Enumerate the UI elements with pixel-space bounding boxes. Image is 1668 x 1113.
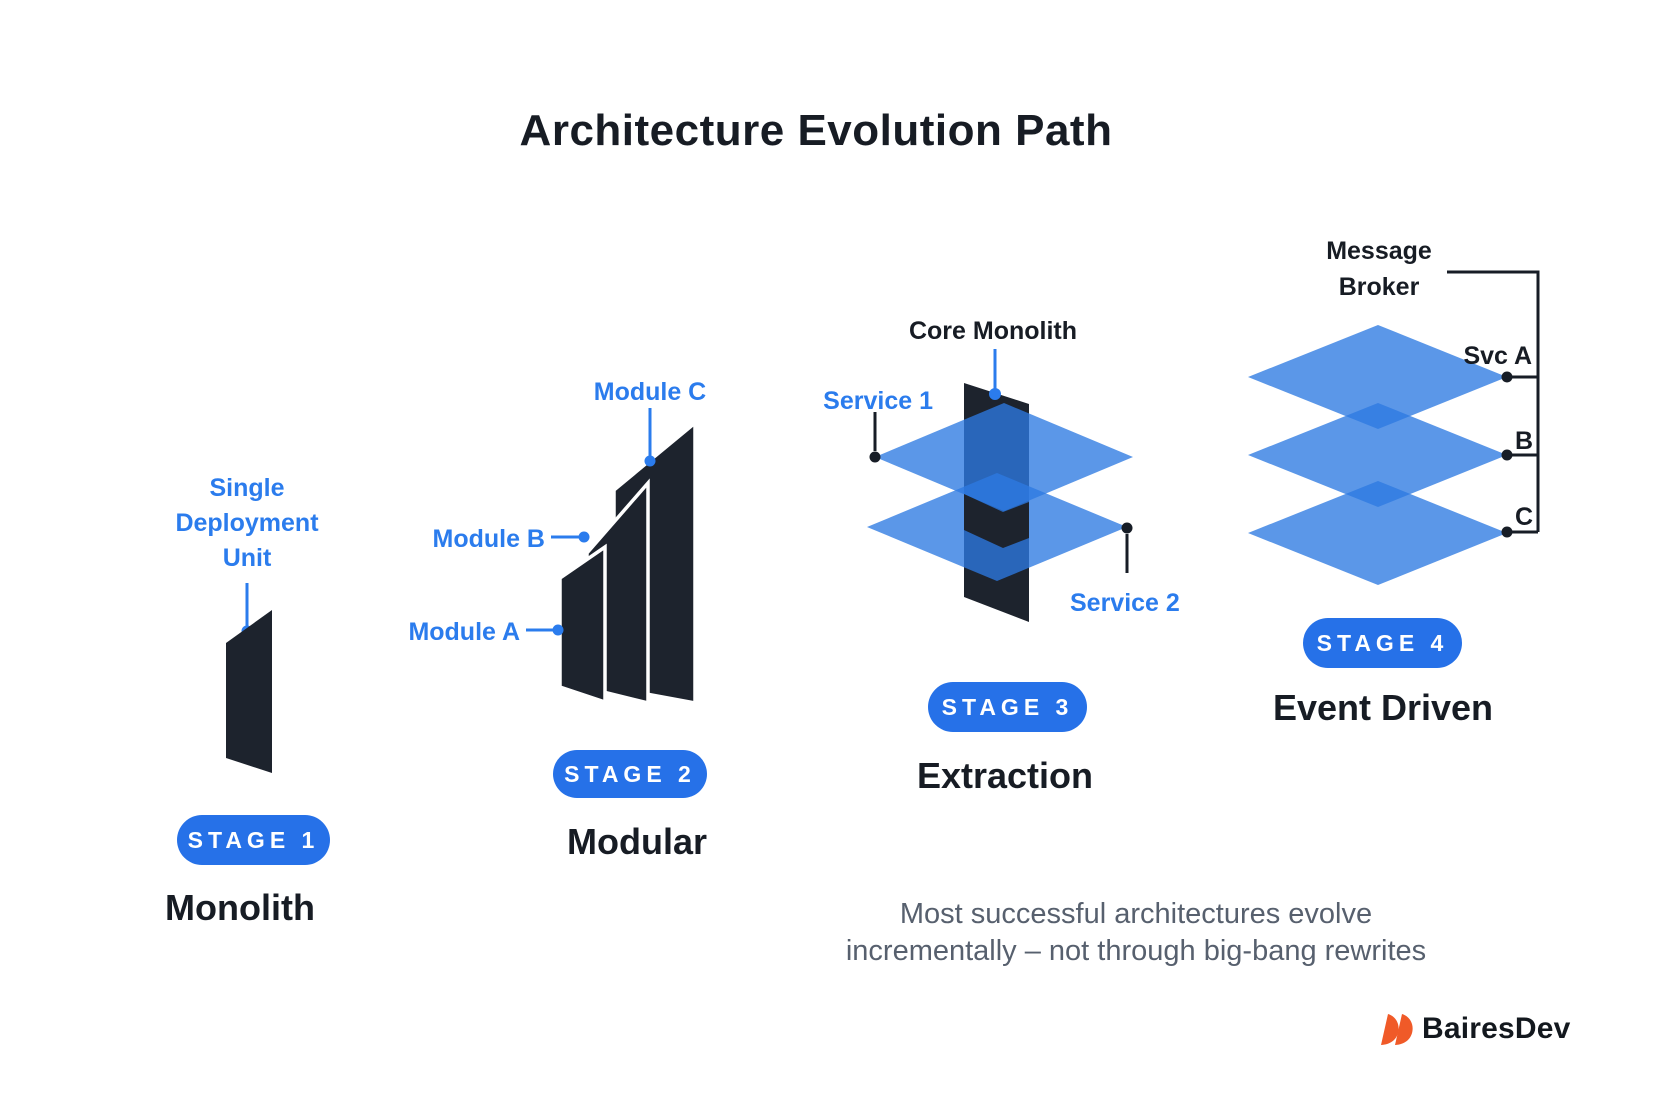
stage-2-badge: STAGE 2 bbox=[553, 750, 707, 798]
connector-dot-service1 bbox=[869, 451, 881, 463]
bairesdev-logo-icon bbox=[1381, 1013, 1413, 1045]
svc-c-label: C bbox=[1514, 503, 1533, 531]
connector-dot-module-c bbox=[644, 455, 656, 467]
svc-b-label: B bbox=[1514, 427, 1533, 455]
label-line: Message bbox=[1326, 237, 1432, 265]
connector-dot-svc-a bbox=[1501, 371, 1513, 383]
service-1-label: Service 1 bbox=[823, 387, 933, 415]
stage-3-badge: STAGE 3 bbox=[928, 682, 1087, 732]
connector-dot-service2 bbox=[1121, 522, 1133, 534]
stage-4-badge: STAGE 4 bbox=[1303, 618, 1462, 668]
label-line: Deployment bbox=[175, 509, 319, 537]
stage-1-badge: STAGE 1 bbox=[177, 815, 330, 865]
service-2-label: Service 2 bbox=[1070, 589, 1180, 617]
stage-2-title: Modular bbox=[567, 821, 707, 862]
label-line: Single bbox=[209, 474, 285, 502]
module-a-label: Module A bbox=[408, 618, 520, 646]
connector-dot-svc-c bbox=[1501, 526, 1513, 538]
stage-3-title: Extraction bbox=[916, 755, 1094, 796]
event-plane-b-shape bbox=[1248, 403, 1507, 507]
monolith-slab-shape bbox=[226, 610, 272, 773]
svc-a-label: Svc A bbox=[1463, 342, 1532, 370]
connector-dot-module-b bbox=[578, 531, 590, 543]
single-deployment-unit-label: Single Deployment Unit bbox=[175, 471, 318, 576]
stage-1-title: Monolith bbox=[165, 887, 315, 928]
slab-chevron-segment bbox=[964, 494, 1029, 548]
event-plane-a-shape bbox=[1248, 325, 1507, 429]
module-a-slab-shape bbox=[558, 543, 607, 705]
label-line: Broker bbox=[1338, 273, 1420, 301]
event-plane-c-shape bbox=[1248, 481, 1507, 585]
connector-dot-module-a bbox=[552, 624, 564, 636]
stage-4-title: Event Driven bbox=[1272, 687, 1494, 728]
page-title: Architecture Evolution Path bbox=[519, 106, 1113, 155]
service1-plane-shape bbox=[875, 403, 1133, 511]
bairesdev-logo-text: BairesDev bbox=[1422, 1012, 1571, 1045]
caption-line: incrementally – not through big-bang rew… bbox=[845, 935, 1427, 967]
module-b-label: Module B bbox=[432, 525, 546, 553]
bairesdev-logo: BairesDev bbox=[1380, 1012, 1571, 1046]
message-broker-label: Message Broker bbox=[1326, 233, 1432, 305]
broker-bracket-line bbox=[1447, 270, 1540, 532]
core-monolith-label: Core Monolith bbox=[908, 317, 1078, 345]
caption-line: Most successful architectures evolve bbox=[899, 898, 1373, 930]
footer-caption: Most successful architectures evolve inc… bbox=[816, 896, 1456, 970]
label-line: Unit bbox=[222, 544, 272, 572]
module-c-label: Module C bbox=[593, 378, 707, 406]
connector-dot-core-monolith bbox=[989, 388, 1001, 400]
connector-dot-svc-b bbox=[1501, 449, 1513, 461]
